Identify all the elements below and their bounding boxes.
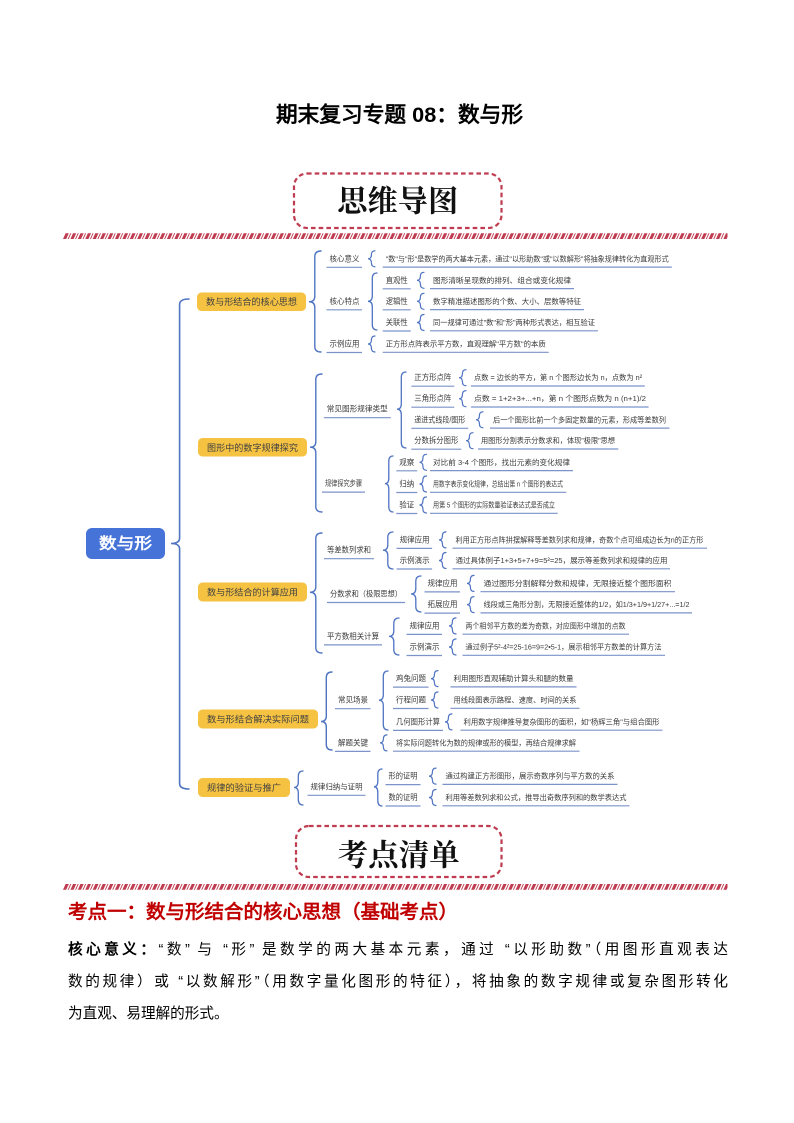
svg-text:数的证明: 数的证明: [389, 792, 418, 802]
svg-text:后一个图形比前一个多固定数量的元素，形成等差数列: 后一个图形比前一个多固定数量的元素，形成等差数列: [493, 414, 666, 424]
svg-text:数与形结合的核心思想: 数与形结合的核心思想: [206, 296, 297, 307]
svg-text:规律探究步骤: 规律探究步骤: [325, 478, 362, 488]
svg-text:几何图形计算: 几何图形计算: [396, 716, 440, 726]
svg-text:用线段图表示路程、速度、时间的关系: 用线段图表示路程、速度、时间的关系: [454, 695, 577, 705]
svg-text:数与形: 数与形: [99, 534, 153, 553]
svg-text:同一规律可通过"数"和"形"两种形式表达，相互验证: 同一规律可通过"数"和"形"两种形式表达，相互验证: [433, 317, 595, 327]
svg-text:示例应用: 示例应用: [330, 339, 360, 349]
svg-text:形的证明: 形的证明: [389, 771, 418, 781]
svg-text:通过图形分割解释分数和规律，无限接近整个图形面积: 通过图形分割解释分数和规律，无限接近整个图形面积: [484, 578, 672, 588]
svg-text:对比前 3-4 个图形，找出元素的变化规律: 对比前 3-4 个图形，找出元素的变化规律: [433, 457, 570, 467]
svg-text:通过例子5²-4²=25-16=9=2•5-1，展示相邻平方: 通过例子5²-4²=25-16=9=2•5-1，展示相邻平方数差的计算方法: [466, 642, 662, 652]
svg-text:利用正方形点阵拼摆解释等差数列求和规律，奇数个点可组成边长为: 利用正方形点阵拼摆解释等差数列求和规律，奇数个点可组成边长为n的正方形: [456, 534, 704, 544]
svg-text:利用等差数列求和公式，推导出奇数序列和的数学表达式: 利用等差数列求和公式，推导出奇数序列和的数学表达式: [446, 792, 627, 802]
svg-text:图形清晰呈现数的排列、组合或变化规律: 图形清晰呈现数的排列、组合或变化规律: [433, 275, 571, 285]
svg-text:利用数字规律推导复杂图形的面积，如"杨辉三角"与组合图形: 利用数字规律推导复杂图形的面积，如"杨辉三角"与组合图形: [464, 716, 660, 726]
svg-text:通过构建正方形图形，展示奇数序列与平方数的关系: 通过构建正方形图形，展示奇数序列与平方数的关系: [446, 771, 615, 781]
svg-text:规律的验证与推广: 规律的验证与推广: [207, 782, 281, 793]
svg-text:验证: 验证: [399, 500, 414, 510]
svg-text:考点一：数与形结合的核心思想（基础考点）: 考点一：数与形结合的核心思想（基础考点）: [68, 900, 458, 923]
svg-text:常见场景: 常见场景: [338, 696, 368, 705]
svg-text:期末复习专题 08：数与形: 期末复习专题 08：数与形: [276, 102, 524, 127]
svg-text:分数拆分图形: 分数拆分图形: [414, 435, 458, 445]
svg-text:用图形分割表示分数求和，体现"极限"思想: 用图形分割表示分数求和，体现"极限"思想: [481, 435, 615, 445]
svg-text:数字精准描述图形的个数、大小、层数等特征: 数字精准描述图形的个数、大小、层数等特征: [433, 296, 581, 306]
svg-text:鸡兔问题: 鸡兔问题: [396, 673, 426, 683]
svg-text:用数字表示变化规律，总结出第 n 个图形的表达式: 用数字表示变化规律，总结出第 n 个图形的表达式: [433, 479, 563, 489]
svg-text:归纳: 归纳: [399, 479, 414, 489]
svg-text:递进式线段/图形: 递进式线段/图形: [414, 414, 465, 424]
svg-text:规律归纳与证明: 规律归纳与证明: [311, 781, 363, 791]
svg-text:通过具体例子1+3+5+7+9=5²=25，展示等差数列求和: 通过具体例子1+3+5+7+9=5²=25，展示等差数列求和规律的应用: [456, 555, 668, 565]
svg-text:图形中的数字规律探究: 图形中的数字规律探究: [207, 442, 298, 453]
svg-text:核心意义: 核心意义: [330, 253, 360, 263]
svg-text:数与形结合的计算应用: 数与形结合的计算应用: [207, 587, 298, 598]
svg-text:关联性: 关联性: [386, 317, 408, 327]
svg-text:规律应用: 规律应用: [400, 534, 430, 544]
svg-text:三角形点阵: 三角形点阵: [414, 393, 451, 403]
svg-text:直观性: 直观性: [386, 275, 408, 285]
svg-text:正方形点阵表示平方数，直观理解"平方数"的本质: 正方形点阵表示平方数，直观理解"平方数"的本质: [386, 339, 546, 349]
svg-text:等差数列求和: 等差数列求和: [327, 545, 371, 555]
svg-text:解题关键: 解题关键: [338, 737, 368, 747]
svg-text:将实际问题转化为数的规律或形的模型，再结合规律求解: 将实际问题转化为数的规律或形的模型，再结合规律求解: [396, 737, 576, 747]
svg-text:两个相邻平方数的差为奇数，对应图形中增加的点数: 两个相邻平方数的差为奇数，对应图形中增加的点数: [466, 620, 626, 630]
svg-text:示例演示: 示例演示: [410, 642, 440, 652]
svg-text:观察: 观察: [399, 457, 414, 467]
svg-text:利用图形直观辅助计算头和腿的数量: 利用图形直观辅助计算头和腿的数量: [454, 673, 574, 683]
svg-text:行程问题: 行程问题: [396, 695, 426, 705]
svg-text:分数求和（极限思想）: 分数求和（极限思想）: [330, 589, 402, 599]
svg-text:点数 = 边长的平方，第 n 个图形边长为 n，点数为 n²: 点数 = 边长的平方，第 n 个图形边长为 n，点数为 n²: [474, 372, 642, 382]
svg-text:逻辑性: 逻辑性: [386, 296, 408, 306]
svg-text:考点清单: 考点清单: [338, 839, 460, 872]
svg-text:常见图形规律类型: 常见图形规律类型: [327, 404, 388, 414]
svg-text:思维导图: 思维导图: [337, 186, 458, 219]
svg-text:规律应用: 规律应用: [410, 620, 440, 630]
svg-text:数与形结合解决实际问题: 数与形结合解决实际问题: [207, 714, 309, 725]
svg-text:拓展应用: 拓展应用: [428, 599, 458, 609]
svg-text:示例演示: 示例演示: [400, 555, 430, 565]
svg-text:点数 = 1+2+3+...+n，第 n 个图形点数为 n: 点数 = 1+2+3+...+n，第 n 个图形点数为 n (n+1)/2: [474, 393, 646, 403]
svg-text:"数"与"形"是数学的两大基本元素，通过"以形助数"或"以数: "数"与"形"是数学的两大基本元素，通过"以形助数"或"以数解形"将抽象规律转化…: [386, 253, 669, 263]
svg-text:规律应用: 规律应用: [428, 578, 458, 588]
svg-text:线段或三角形分割，无限接近整体的1/2，如1/3+1/9+1: 线段或三角形分割，无限接近整体的1/2，如1/3+1/9+1/27+...=1/…: [484, 599, 690, 609]
svg-text:用第 5 个图形的实际数量验证表达式是否成立: 用第 5 个图形的实际数量验证表达式是否成立: [433, 500, 555, 510]
svg-text:正方形点阵: 正方形点阵: [414, 372, 451, 382]
svg-text:核心特点: 核心特点: [330, 296, 360, 306]
svg-text:平方数相关计算: 平方数相关计算: [327, 631, 379, 641]
